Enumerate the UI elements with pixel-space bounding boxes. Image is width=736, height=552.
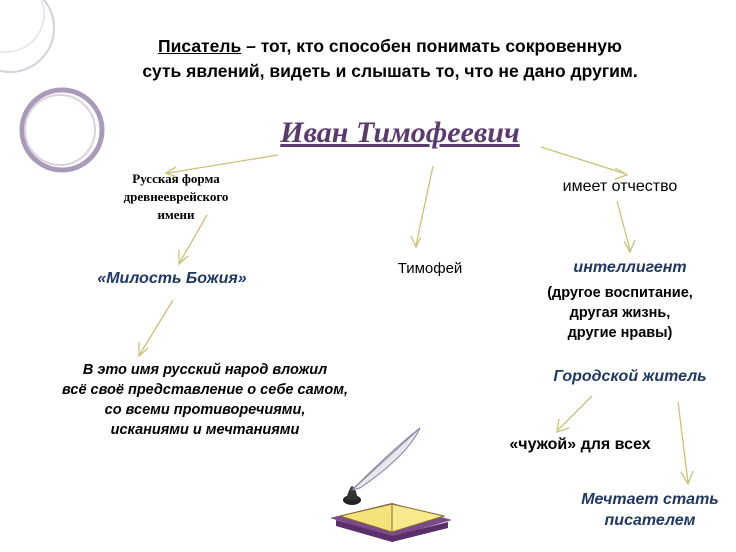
people-line-1: В это имя русский народ вложил — [82, 362, 328, 378]
decorative-circles — [0, 0, 105, 173]
node-dream-writer: Мечтает стать писателем — [550, 489, 736, 531]
dream-line-2: писателем — [604, 512, 696, 529]
definition-line-1-rest: – тот, кто способен понимать сокровенную — [241, 36, 622, 56]
node-intelligent: интеллигент — [573, 259, 687, 276]
definition-line-1: Писатель – тот, кто способен понимать со… — [100, 34, 680, 59]
dream-line-1: Мечтает стать — [581, 491, 719, 508]
origin-line-2: древнееврейского — [123, 189, 229, 204]
people-line-4: исканиями и мечтаниями — [110, 422, 300, 438]
intel-note-line-1: (другое воспитание, — [547, 285, 693, 301]
node-mercy-of-god: «Милость Божия» — [97, 270, 247, 287]
diagram-title: Иван Тимофеевич — [280, 116, 520, 149]
node-people-meaning: В это имя русский народ вложил всё своё … — [20, 360, 390, 440]
people-line-3: со всеми противоречиями, — [104, 402, 306, 418]
intel-note-line-2: другая жизнь, — [569, 305, 671, 321]
arrows — [138, 146, 694, 486]
intel-note-line-3: другие нравы) — [567, 325, 673, 341]
node-patronymic: имеет отчество — [562, 178, 678, 195]
writer-definition: Писатель – тот, кто способен понимать со… — [100, 34, 680, 84]
node-father-name: Тимофей — [397, 260, 463, 277]
origin-line-1: Русская форма — [132, 171, 220, 186]
definition-line-2: суть явлений, видеть и слышать то, что н… — [142, 61, 638, 81]
definition-term: Писатель — [158, 36, 242, 56]
node-stranger: «чужой» для всех — [509, 436, 651, 453]
node-intelligent-note: (другое воспитание, другая жизнь, другие… — [500, 283, 736, 343]
people-line-2: всё своё представление о себе самом, — [62, 382, 348, 398]
node-city-dweller: Городской житель — [553, 368, 707, 385]
node-name-origin: Русская форма древнееврейского имени — [96, 170, 256, 224]
quill-and-book-illustration — [330, 427, 452, 542]
origin-line-3: имени — [157, 207, 195, 222]
